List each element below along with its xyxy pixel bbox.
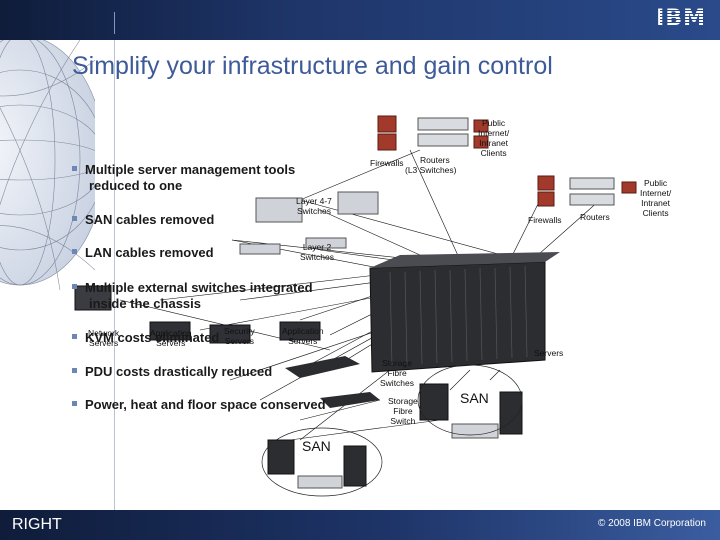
label-storage-fibre-2: Storage Fibre Switch xyxy=(388,396,418,426)
bullet-external-switches-cont: inside the chassis xyxy=(89,296,201,311)
label-layer2: Layer 2 Switches xyxy=(300,242,335,262)
label-public-top: Public Internet/ Intranet Clients xyxy=(478,118,510,158)
label-network-servers: Network Servers xyxy=(88,328,120,348)
label-public-right: Public Internet/ Intranet Clients xyxy=(640,178,672,218)
wireframe-globe-image xyxy=(0,40,95,290)
bullet-management-tools: Multiple server management tools xyxy=(72,162,295,178)
label-servers-right: Servers xyxy=(534,348,564,358)
page-title: Simplify your infrastructure and gain co… xyxy=(72,52,553,80)
router-icon xyxy=(417,117,469,147)
label-application-servers-1: Application Servers xyxy=(150,328,192,348)
top-bar xyxy=(0,0,720,40)
label-routers-top: Routers xyxy=(420,155,450,165)
bullet-external-switches: Multiple external switches integrated xyxy=(72,280,313,296)
label-layer47: Layer 4-7 Switches xyxy=(296,196,332,216)
label-storage-fibre-1: Storage Fibre Switches xyxy=(380,358,415,388)
label-firewalls-right: Firewalls xyxy=(528,215,562,225)
label-san-bottom: SAN xyxy=(302,438,331,454)
copyright-text: © 2008 IBM Corporation xyxy=(598,518,706,529)
bottom-bar xyxy=(0,510,720,540)
bullet-management-tools-cont: reduced to one xyxy=(89,178,183,193)
label-routers-right: Routers xyxy=(580,212,610,222)
firewall-icon xyxy=(377,115,397,151)
bullet-kvm-costs: KVM costs eliminated xyxy=(72,330,219,346)
bullet-lan-cables: LAN cables removed xyxy=(72,245,214,261)
divider-line xyxy=(114,40,115,510)
blade-chassis-image xyxy=(369,252,560,373)
label-l3-switches: (L3 Switches) xyxy=(405,165,457,175)
footer-right-label: RIGHT xyxy=(12,516,62,533)
bullet-san-cables: SAN cables removed xyxy=(72,212,214,228)
bullet-pdu-costs: PDU costs drastically reduced xyxy=(72,364,272,380)
label-firewalls-top: Firewalls xyxy=(370,158,404,168)
label-security-servers: Security Servers xyxy=(224,326,255,346)
label-application-servers-2: Application Servers xyxy=(282,326,324,346)
label-san-right: SAN xyxy=(460,390,489,406)
bullet-power-heat: Power, heat and floor space conserved xyxy=(72,397,326,413)
